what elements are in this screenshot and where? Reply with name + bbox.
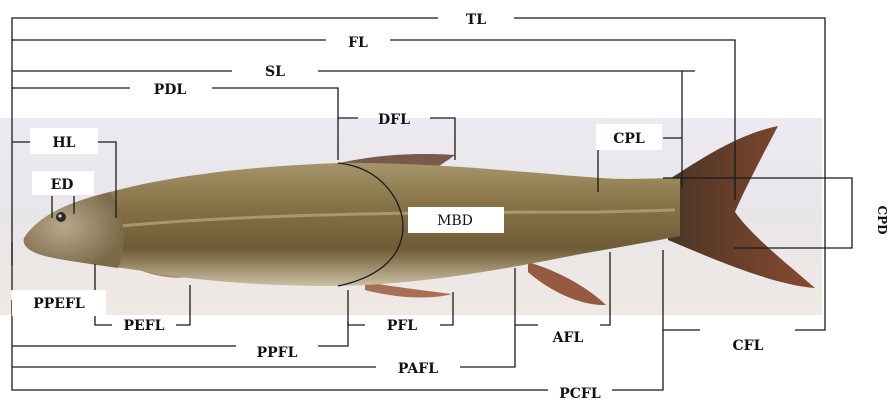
label-fl: FL bbox=[348, 35, 368, 51]
label-afl: AFL bbox=[552, 330, 584, 346]
label-ppefl: PPEFL bbox=[33, 296, 85, 312]
label-cpl: CPL bbox=[613, 131, 645, 147]
label-cfl: CFL bbox=[733, 338, 764, 354]
label-pfl: PFL bbox=[387, 318, 417, 334]
label-hl: HL bbox=[52, 135, 75, 151]
label-pafl: PAFL bbox=[398, 361, 438, 377]
label-mbd: MBD bbox=[437, 213, 473, 229]
label-sl: SL bbox=[265, 64, 285, 80]
label-pefl: PEFL bbox=[124, 318, 165, 334]
label-ed: ED bbox=[51, 177, 74, 193]
label-pcfl: PCFL bbox=[559, 386, 601, 401]
label-tl: TL bbox=[466, 12, 486, 28]
label-dfl: DFL bbox=[378, 112, 410, 128]
label-ppfl: PPFL bbox=[257, 345, 298, 361]
label-pdl: PDL bbox=[154, 82, 187, 98]
label-cpd: CPD bbox=[875, 206, 889, 235]
